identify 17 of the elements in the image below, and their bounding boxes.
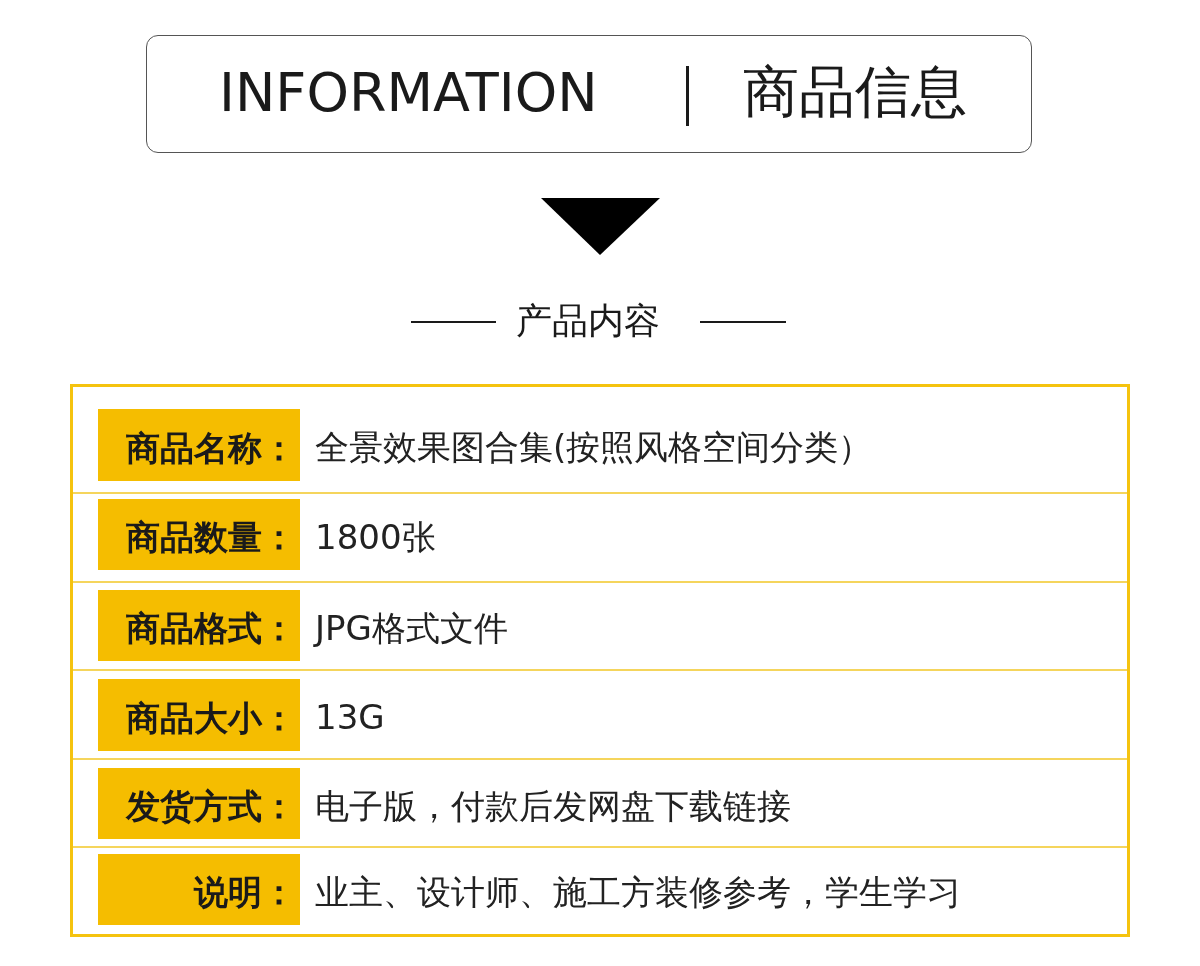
value-text: 13G [315,697,385,737]
key-cell: 商品数量： [98,499,300,570]
key-cell: 说明： [98,854,300,925]
header-text: INFORMATION [219,62,598,124]
value-text: 1800张 [315,517,436,557]
key-cell: 商品格式： [98,590,300,661]
header-box [146,35,1032,153]
table-frame [70,384,1130,937]
section-heading: 产品内容 [516,300,660,342]
header-text: 商品信息 [743,60,967,124]
value-text: 全景效果图合集(按照风格空间分类） [315,427,873,467]
value-text: JPG格式文件 [315,608,508,648]
value-text: 电子版，付款后发网盘下载链接 [315,786,791,826]
key-cell: 发货方式： [98,768,300,839]
value-text: 业主、设计师、施工方装修参考，学生学习 [315,872,961,912]
key-cell: 商品大小： [98,679,300,751]
key-cell: 商品名称： [98,409,300,481]
